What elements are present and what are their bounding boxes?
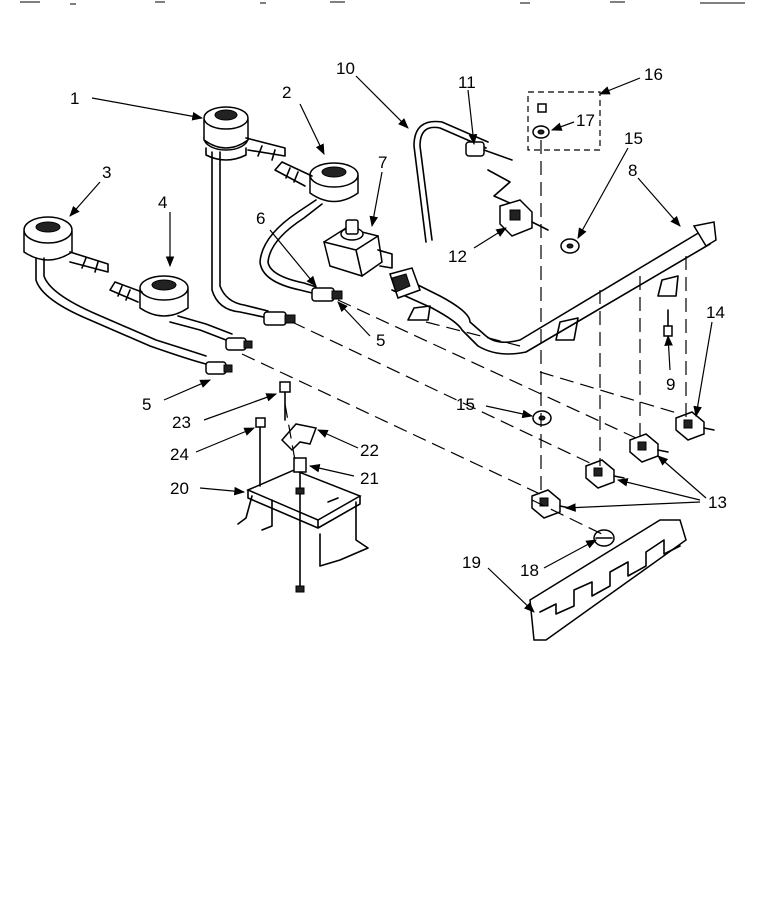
indicator-18 xyxy=(593,529,615,547)
valve-12 xyxy=(499,199,549,237)
valve-13-b xyxy=(585,459,625,489)
callout-16: 16 xyxy=(644,65,663,84)
orifice-fitting-6 xyxy=(311,287,343,302)
callout-23: 23 xyxy=(172,413,191,432)
callout-8: 8 xyxy=(628,161,637,180)
callout-5-center: 5 xyxy=(376,331,385,350)
inset-box-16 xyxy=(527,91,601,151)
callout-15-upper: 15 xyxy=(624,129,643,148)
callout-5-left: 5 xyxy=(142,395,151,414)
bracket-20 xyxy=(237,469,369,593)
burner-4 xyxy=(109,275,189,317)
callout-21: 21 xyxy=(360,469,379,488)
callout-4: 4 xyxy=(158,193,167,212)
top-edge-fragments xyxy=(20,1,745,5)
pressure-regulator xyxy=(323,219,393,277)
callout-22: 22 xyxy=(360,441,379,460)
burner-1 xyxy=(203,106,286,161)
clip-22 xyxy=(280,423,318,452)
orifice-fitting-5-center xyxy=(263,311,296,326)
fitting-11 xyxy=(465,141,513,205)
callout-3: 3 xyxy=(102,163,111,182)
orifice-fitting-5-left xyxy=(205,361,233,375)
orifice-fitting-5-right xyxy=(225,337,253,351)
callout-1: 1 xyxy=(70,89,79,108)
callout-11: 11 xyxy=(458,73,476,92)
callout-2: 2 xyxy=(282,83,291,102)
callout-14: 14 xyxy=(706,303,725,322)
callout-6: 6 xyxy=(256,209,265,228)
callout-15-lower: 15 xyxy=(456,395,475,414)
callout-19: 19 xyxy=(462,553,481,572)
valve-14 xyxy=(675,411,715,441)
burner-3 xyxy=(23,216,109,273)
screw-9 xyxy=(663,309,673,337)
callout-20: 20 xyxy=(170,479,189,498)
callout-10: 10 xyxy=(336,59,355,78)
callout-12: 12 xyxy=(448,247,467,266)
callout-9: 9 xyxy=(666,375,675,394)
valve-13-c xyxy=(531,489,571,519)
manifold-pipe xyxy=(389,221,717,355)
callout-13: 13 xyxy=(708,493,727,512)
assembly-lines xyxy=(241,140,687,537)
callout-18: 18 xyxy=(520,561,539,580)
valve-13-a xyxy=(629,433,669,463)
burner-2 xyxy=(274,161,359,203)
burner-tubes xyxy=(35,151,323,365)
washer-15-lower xyxy=(532,410,552,426)
callout-labels: 1 2 3 4 5 5 6 7 8 9 10 11 12 13 14 15 15… xyxy=(70,59,727,580)
screw-24 xyxy=(255,417,266,487)
screw-23 xyxy=(279,381,291,421)
callout-17: 17 xyxy=(576,111,595,130)
nut-21 xyxy=(293,457,307,489)
callout-24: 24 xyxy=(170,445,189,464)
leader-arrows xyxy=(69,75,713,613)
gas-line-tube xyxy=(413,120,489,243)
washer-15-upper xyxy=(560,238,580,254)
callout-7: 7 xyxy=(378,153,387,172)
bracket-19 xyxy=(529,519,687,641)
